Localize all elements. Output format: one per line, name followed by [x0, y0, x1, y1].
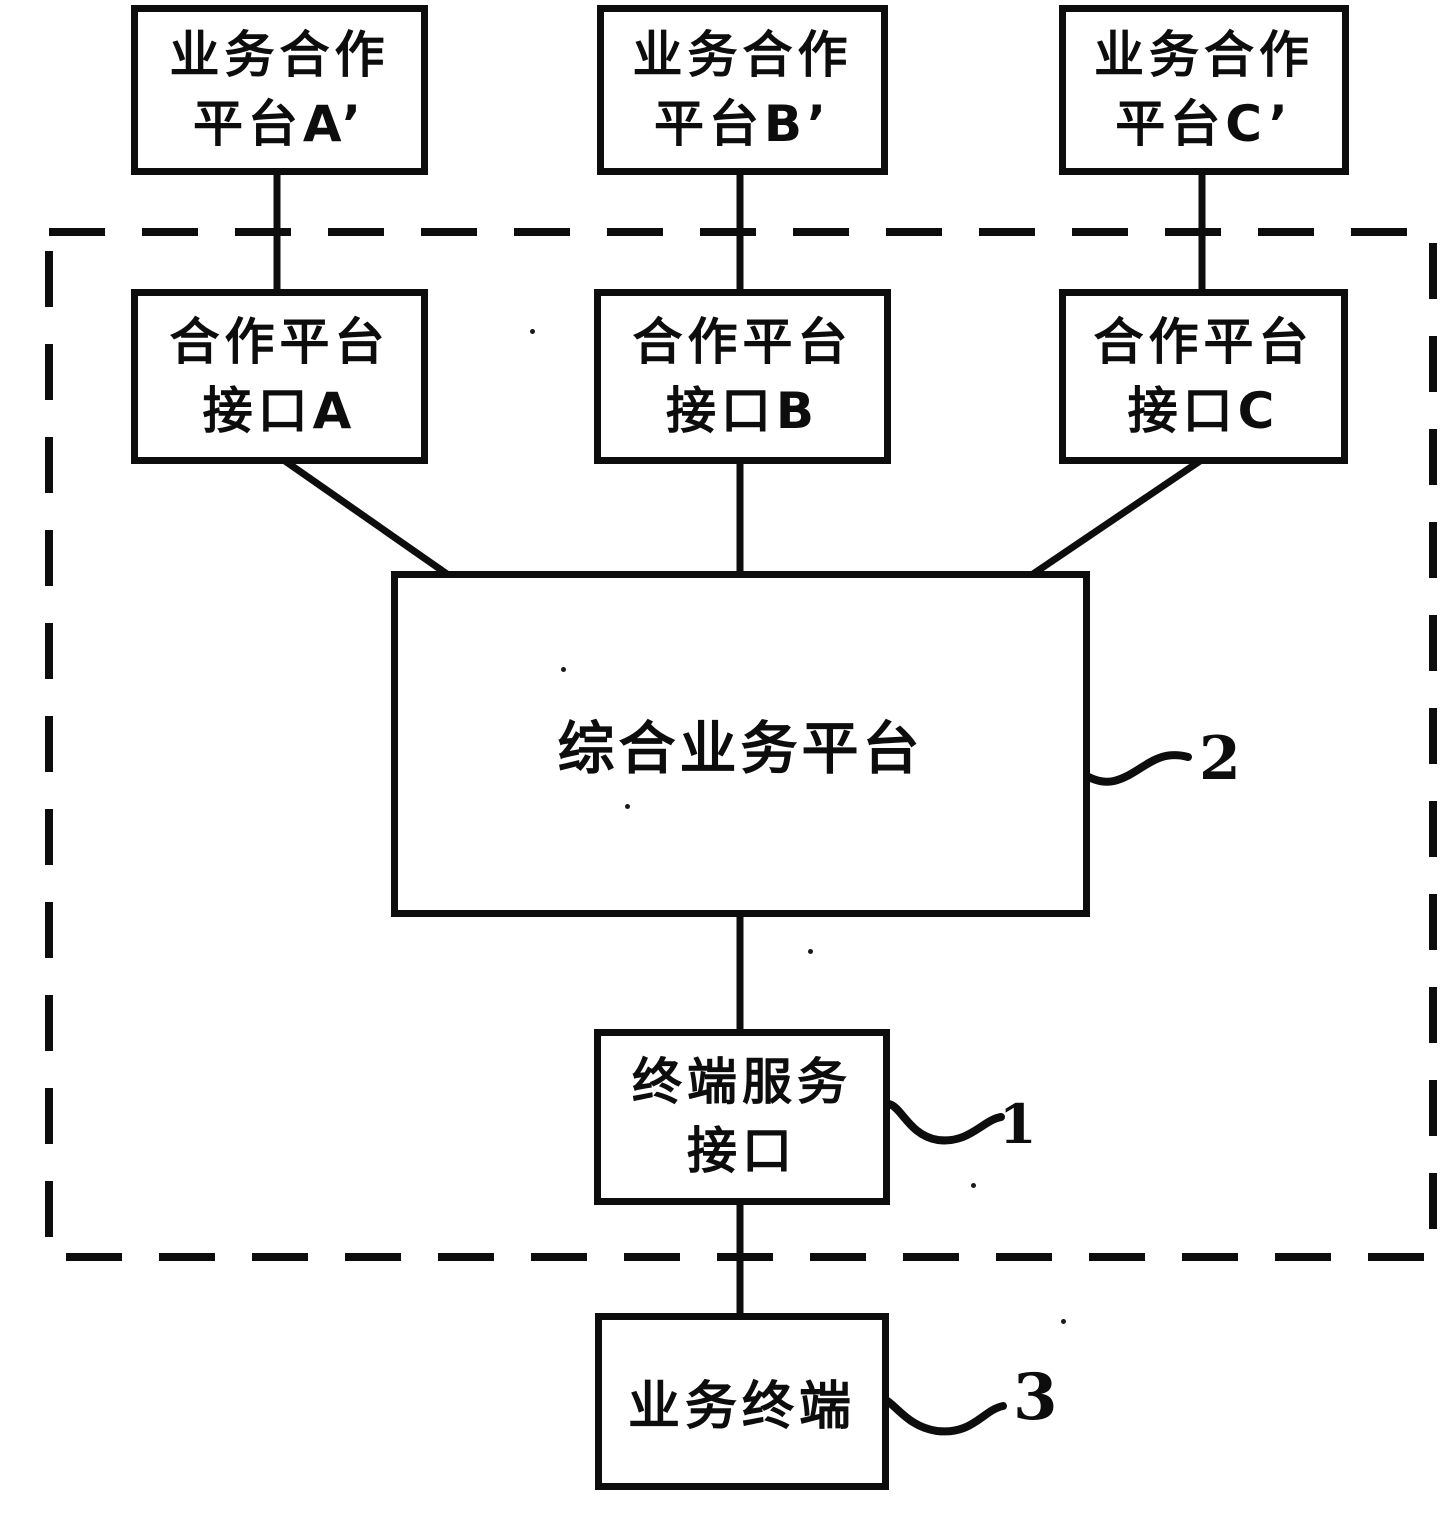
scan-speck	[625, 804, 630, 809]
scan-speck	[561, 667, 566, 672]
ref-label-1: 1	[999, 1092, 1037, 1156]
box-service-terminal: 业务终端	[595, 1313, 889, 1490]
box-terminal-service-interface: 终端服务 接口	[594, 1029, 890, 1205]
ref-label-2: 2	[1199, 724, 1241, 794]
scan-speck	[808, 949, 813, 954]
connector-interface-c-to-central	[1031, 458, 1202, 577]
scan-speck	[530, 329, 535, 334]
box-integrated-service-platform: 综合业务平台	[391, 571, 1090, 917]
scan-speck	[1061, 1319, 1066, 1324]
box-partner-interface-c: 合作平台 接口C	[1059, 289, 1348, 464]
scan-speck	[971, 1183, 976, 1188]
box-business-platform-a: 业务合作 平台A’	[131, 5, 428, 175]
leader-squiggle-ref-1	[873, 1100, 1005, 1145]
connector-interface-a-to-central	[282, 458, 450, 577]
box-partner-interface-b: 合作平台 接口B	[594, 289, 891, 464]
box-partner-interface-a: 合作平台 接口A	[131, 289, 428, 464]
box-business-platform-b: 业务合作 平台B’	[597, 5, 888, 175]
ref-label-3: 3	[1013, 1360, 1058, 1435]
box-business-platform-c: 业务合作 平台C’	[1059, 5, 1349, 175]
